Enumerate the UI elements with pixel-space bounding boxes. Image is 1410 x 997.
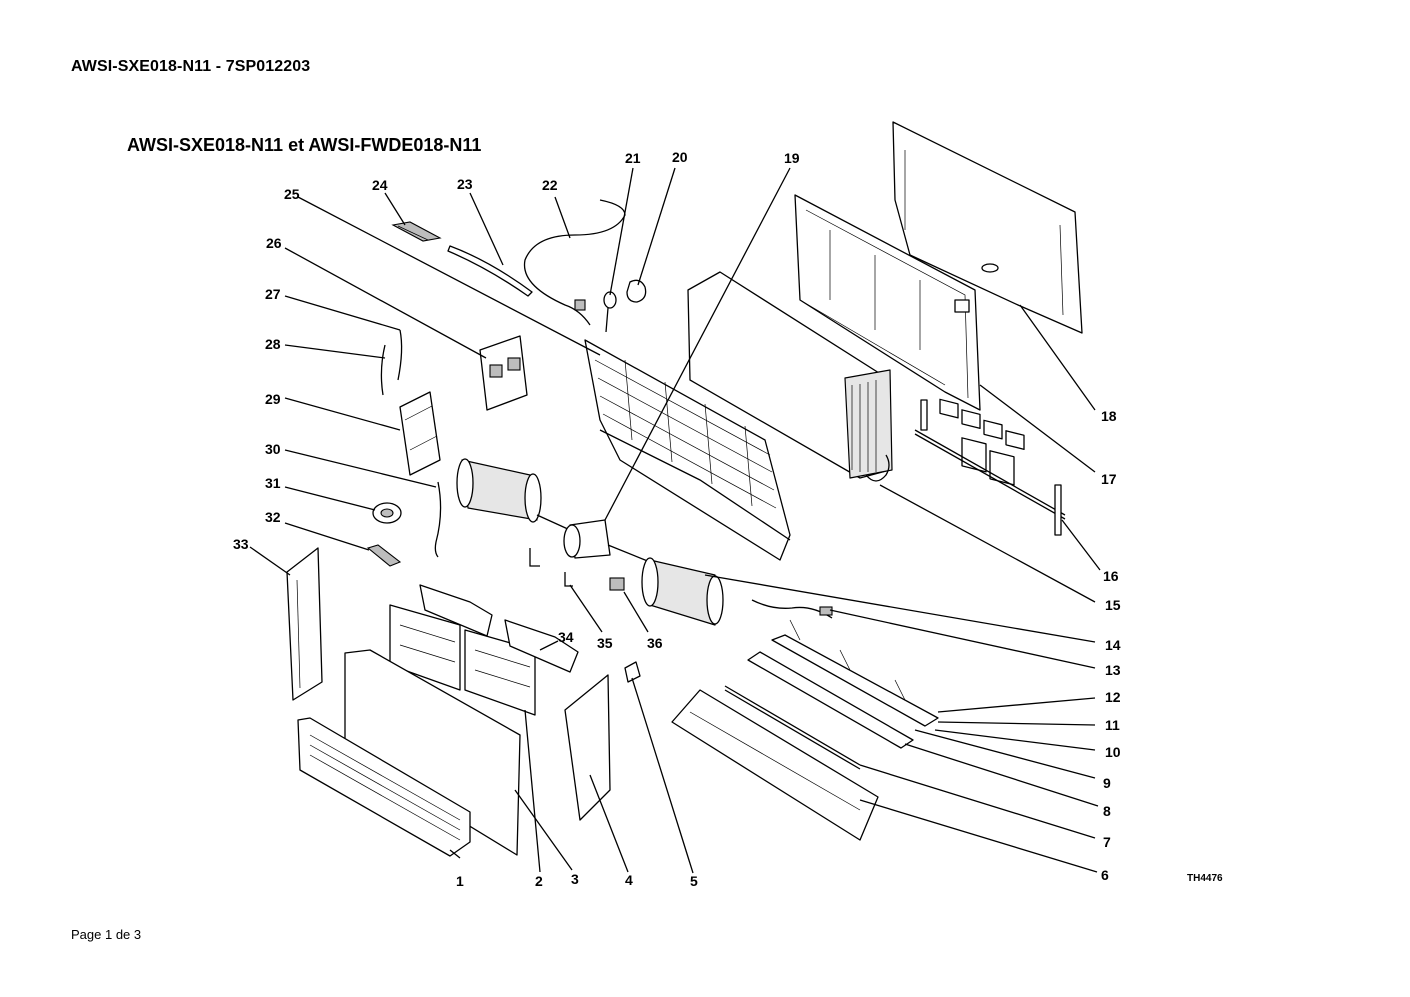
part-side-panel-left bbox=[286, 547, 323, 701]
callout-12: 12 bbox=[1105, 689, 1121, 705]
callout-4: 4 bbox=[625, 872, 633, 888]
leader-lines bbox=[249, 167, 1101, 874]
document-title: AWSI-SXE018-N11 - 7SP012203 bbox=[71, 58, 311, 75]
part-mounting-plate bbox=[892, 121, 1083, 486]
part-cap bbox=[624, 661, 641, 683]
part-display-pcb bbox=[391, 221, 442, 242]
part-side-panel-right bbox=[564, 674, 611, 821]
callout-30: 30 bbox=[265, 441, 281, 457]
part-flap-strip bbox=[447, 245, 533, 297]
part-sensor-holder bbox=[626, 279, 647, 303]
callout-15: 15 bbox=[1105, 597, 1121, 613]
part-reactor bbox=[372, 502, 402, 524]
callout-21: 21 bbox=[625, 150, 641, 166]
callout-29: 29 bbox=[265, 391, 281, 407]
callout-10: 10 bbox=[1105, 744, 1121, 760]
part-louvers bbox=[724, 619, 939, 770]
callout-3: 3 bbox=[571, 871, 579, 887]
callout-14: 14 bbox=[1105, 637, 1121, 653]
callout-17: 17 bbox=[1101, 471, 1117, 487]
callout-5: 5 bbox=[690, 873, 698, 889]
page-number: Page 1 de 3 bbox=[71, 927, 142, 942]
part-air-filters bbox=[389, 584, 579, 716]
diagram-title: AWSI-SXE018-N11 et AWSI-FWDE018-N11 bbox=[127, 135, 482, 155]
callout-9: 9 bbox=[1103, 775, 1111, 791]
callout-8: 8 bbox=[1103, 803, 1111, 819]
callout-20: 20 bbox=[672, 149, 688, 165]
callout-23: 23 bbox=[457, 176, 473, 192]
part-front-grille bbox=[297, 717, 471, 857]
part-ground-wire bbox=[434, 481, 442, 558]
part-control-box bbox=[479, 335, 528, 411]
part-fan-blowers bbox=[456, 458, 724, 626]
callout-33: 33 bbox=[233, 536, 249, 552]
callout-34: 34 bbox=[558, 629, 574, 645]
callout-28: 28 bbox=[265, 336, 281, 352]
callout-11: 11 bbox=[1105, 717, 1120, 733]
callout-19: 19 bbox=[784, 150, 800, 166]
part-air-outlet bbox=[671, 689, 879, 841]
part-main-frame bbox=[584, 339, 791, 561]
part-wires bbox=[380, 329, 403, 396]
callout-16: 16 bbox=[1103, 568, 1119, 584]
callout-22: 22 bbox=[542, 177, 558, 193]
callout-labels: 1 2 3 4 5 6 7 8 9 10 11 12 13 14 15 16 1… bbox=[233, 149, 1121, 889]
callout-35: 35 bbox=[597, 635, 613, 651]
callout-18: 18 bbox=[1101, 408, 1117, 424]
callout-27: 27 bbox=[265, 286, 281, 302]
part-evaporator-coil bbox=[687, 271, 893, 482]
callout-13: 13 bbox=[1105, 662, 1121, 678]
callout-32: 32 bbox=[265, 509, 281, 525]
callout-25: 25 bbox=[284, 186, 300, 202]
callout-1: 1 bbox=[456, 873, 464, 889]
part-louver-motor-cable bbox=[751, 599, 833, 619]
drawing-reference-code: TH4476 bbox=[1187, 873, 1223, 884]
callout-31: 31 bbox=[265, 475, 281, 491]
part-terminal-bracket bbox=[399, 391, 441, 476]
part-sensor bbox=[603, 291, 617, 333]
callout-2: 2 bbox=[535, 873, 543, 889]
part-back-chassis bbox=[794, 194, 981, 411]
callout-26: 26 bbox=[266, 235, 282, 251]
callout-24: 24 bbox=[372, 177, 388, 193]
callout-6: 6 bbox=[1101, 867, 1109, 883]
callout-7: 7 bbox=[1103, 834, 1111, 850]
part-remote-control bbox=[366, 544, 402, 567]
callout-36: 36 bbox=[647, 635, 663, 651]
part-piping-brackets bbox=[914, 399, 1066, 536]
